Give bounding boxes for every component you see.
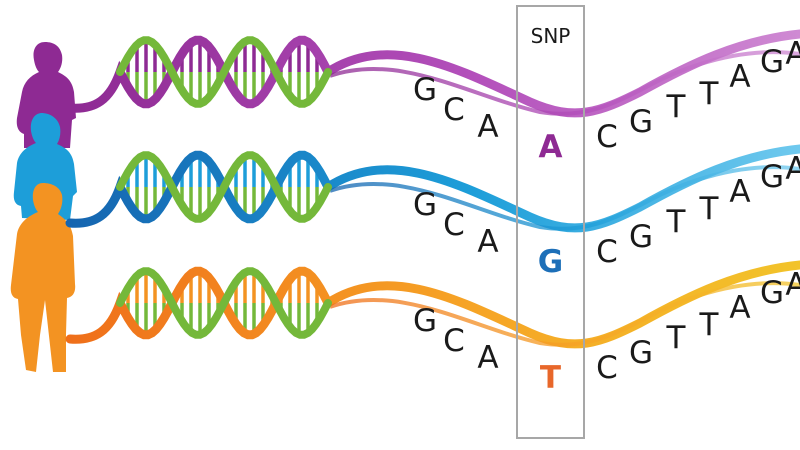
backbone-green: [116, 151, 332, 223]
base-letter: G: [629, 219, 653, 255]
base-letter: T: [666, 320, 687, 356]
base-letter: C: [443, 207, 465, 243]
base-letter: T: [699, 191, 720, 227]
snp-highlight: SNP: [516, 5, 585, 439]
snp-box: [516, 5, 585, 439]
base-letter: C: [443, 92, 465, 128]
base-letter: A: [477, 109, 498, 145]
base-letter: A: [785, 151, 800, 187]
base-letter: A: [785, 267, 800, 303]
base-letter: A: [729, 174, 750, 210]
base-letter: G: [760, 275, 784, 311]
base-letter: C: [443, 323, 465, 359]
person-silhouettes: [10, 42, 77, 372]
base-letter: A: [729, 59, 750, 95]
base-letter: T: [666, 204, 687, 240]
base-letter: G: [760, 44, 784, 80]
ribbon-edge: [329, 281, 800, 347]
dna-strand-purple: [65, 29, 800, 118]
dna-strand-orange: [65, 260, 800, 349]
base-letter: C: [596, 234, 618, 270]
ribbon-edge: [329, 50, 800, 116]
base-letter: C: [596, 350, 618, 386]
backbone-green: [116, 36, 332, 108]
base-letter: T: [666, 89, 687, 125]
base-letter: C: [596, 119, 618, 155]
ribbon-edge: [329, 165, 800, 231]
dna-strands: [65, 29, 800, 349]
base-letter: A: [477, 340, 498, 376]
base-letter: G: [413, 72, 437, 108]
base-letter: G: [413, 303, 437, 339]
base-letter: G: [629, 104, 653, 140]
base-letter: T: [699, 307, 720, 343]
base-letter: A: [729, 290, 750, 326]
snp-base-letter: T: [540, 360, 561, 396]
base-letter: G: [760, 159, 784, 195]
dna-strand-blue: [65, 144, 800, 233]
snp-base-letter: A: [539, 129, 563, 165]
person-orange-silhouette: [10, 183, 76, 372]
backbone-green: [116, 267, 332, 339]
base-letter: G: [413, 187, 437, 223]
snp-label: SNP: [531, 24, 571, 48]
base-letter: T: [699, 76, 720, 112]
base-letter: A: [477, 224, 498, 260]
person-purple-silhouette: [16, 42, 76, 148]
base-letter: G: [629, 335, 653, 371]
base-letter: A: [785, 36, 800, 72]
snp-base-letter: G: [538, 244, 563, 280]
